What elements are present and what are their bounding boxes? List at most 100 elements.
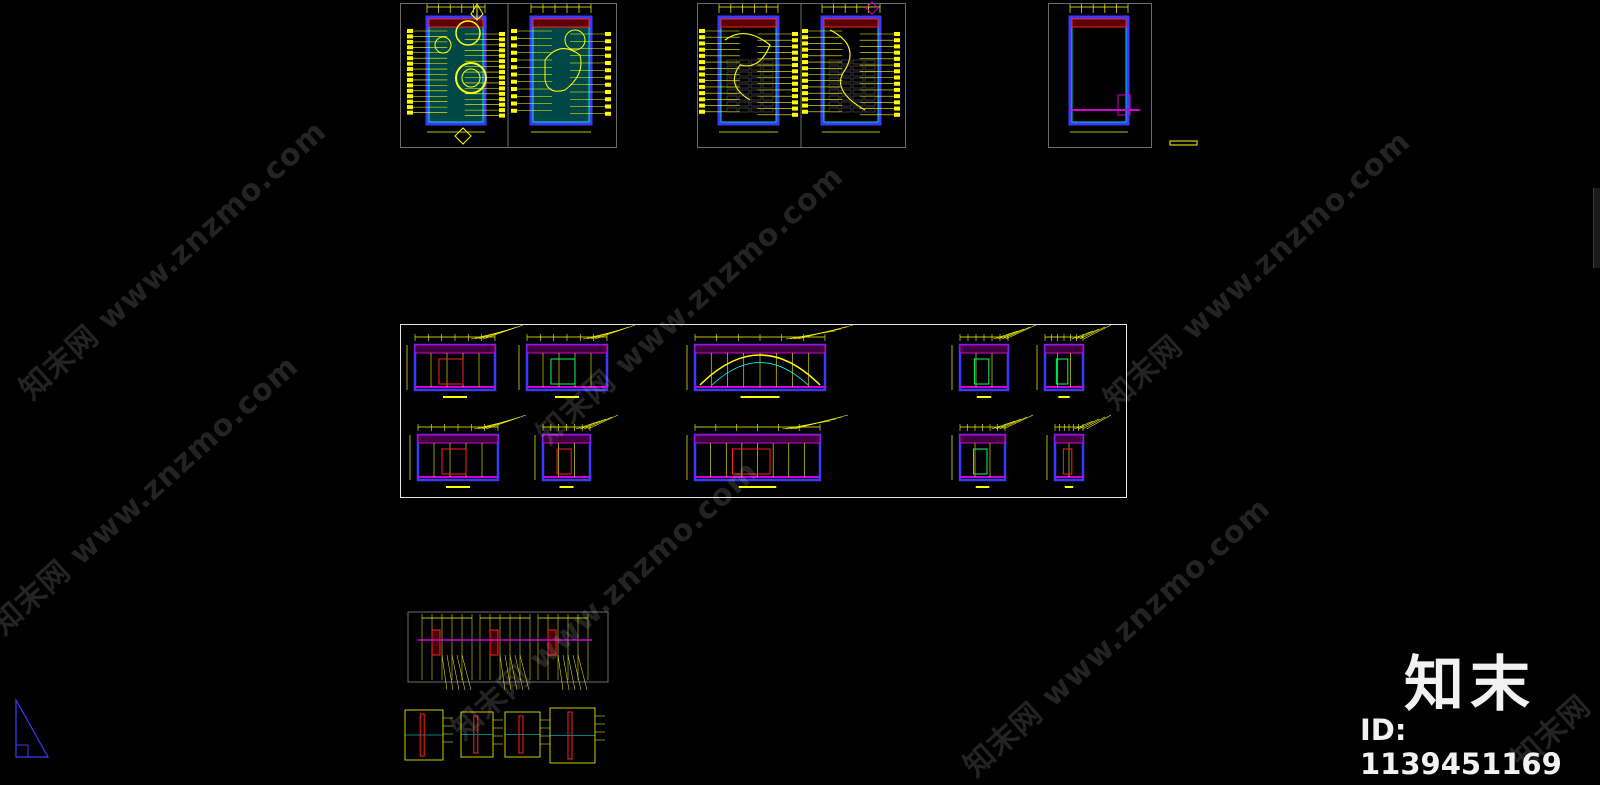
leader-tag — [894, 32, 900, 36]
tile-pattern — [840, 101, 852, 107]
leader-tag — [407, 99, 413, 104]
leader-tag — [511, 108, 517, 113]
leader-tag — [802, 66, 808, 71]
leader-tag — [407, 29, 413, 33]
tile-pattern — [840, 89, 852, 95]
sheet-floor-plan-3[interactable] — [1048, 3, 1152, 148]
leader-line — [504, 654, 512, 691]
leader-line — [1003, 414, 1034, 430]
leader-tag — [792, 100, 798, 105]
scale-bar — [1169, 140, 1198, 146]
tile-pattern — [852, 101, 864, 107]
tile-pattern — [840, 107, 852, 113]
leader-tag — [792, 81, 798, 86]
leader-tag — [605, 39, 611, 44]
leader-line — [499, 654, 506, 691]
elevation-title — [1064, 486, 1074, 488]
leader-line — [482, 324, 524, 340]
leader-tag — [511, 50, 517, 55]
elevation-ceiling — [959, 434, 1006, 444]
leader-tag — [699, 47, 705, 52]
leader-tag — [699, 60, 705, 65]
plan-wall — [717, 15, 780, 126]
tile-pattern — [726, 89, 738, 95]
leader-tag — [605, 97, 611, 102]
tile-pattern — [750, 101, 762, 107]
leader-tag — [407, 39, 413, 44]
leader-tag — [499, 42, 505, 47]
elevation-title — [1058, 396, 1070, 398]
side-panel-tab-icon[interactable] — [1593, 188, 1600, 268]
leader-tag — [792, 69, 798, 74]
plan-header — [823, 18, 879, 28]
compass-icon — [454, 127, 472, 145]
tile-pattern — [726, 71, 738, 77]
elevation-ceiling — [417, 434, 499, 444]
elevation-arch — [699, 354, 821, 386]
ucs-triangle-icon — [15, 697, 50, 758]
tile-pattern — [750, 95, 762, 101]
leader-tag — [802, 41, 808, 46]
leader-tag — [499, 113, 505, 118]
ceiling-light — [455, 20, 481, 46]
leader-tag — [407, 45, 413, 50]
tile-pattern — [864, 83, 876, 89]
tile-pattern — [840, 77, 852, 83]
elevation-panel — [973, 448, 988, 475]
tile-pattern — [750, 71, 762, 77]
leader-tag — [407, 77, 413, 82]
tile-pattern — [726, 83, 738, 89]
leader-tag — [605, 104, 611, 109]
leader-tag — [407, 67, 413, 72]
leader-line — [456, 654, 466, 691]
sheet-elevations[interactable] — [400, 324, 1127, 498]
tile-pattern — [738, 107, 750, 113]
leader-tag — [499, 48, 505, 53]
ceiling-curve — [724, 33, 771, 101]
leader-tag — [894, 50, 900, 55]
leader-tag — [407, 110, 413, 115]
leader-line — [1086, 414, 1112, 430]
leader-tag — [894, 106, 900, 111]
leader-tag — [894, 56, 900, 61]
leader-tag — [894, 63, 900, 68]
tile-pattern — [726, 77, 738, 83]
section-cut — [547, 629, 557, 656]
leader-tag — [894, 69, 900, 74]
leader-tag — [802, 78, 808, 83]
elevation-panel — [732, 448, 771, 475]
leader-tag — [699, 109, 705, 114]
leader-tag — [699, 78, 705, 83]
leader-tag — [802, 29, 808, 33]
tile-pattern — [852, 65, 864, 71]
leader-tag — [511, 87, 517, 91]
leader-tag — [511, 94, 517, 99]
leader-line — [1079, 326, 1106, 340]
leader-tag — [511, 79, 517, 84]
tile-pattern — [840, 71, 852, 77]
tile-pattern — [726, 101, 738, 107]
tile-pattern — [828, 107, 840, 113]
leader-line — [461, 654, 472, 691]
leader-line — [583, 416, 613, 430]
leader-tag — [511, 36, 517, 41]
leader-tag — [511, 43, 517, 48]
detail-sheet — [407, 611, 609, 683]
ceiling-light — [461, 68, 481, 88]
tile-pattern — [738, 101, 750, 107]
leader-tag — [499, 97, 505, 102]
tile-pattern — [864, 89, 876, 95]
leader-tag — [894, 81, 900, 86]
tile-pattern — [750, 65, 762, 71]
leader-line — [579, 418, 607, 430]
elevation-ceiling — [959, 344, 1009, 354]
tile-pattern — [750, 77, 762, 83]
leader-tag — [802, 103, 808, 108]
leader-tag — [894, 112, 900, 117]
leader-line — [999, 416, 1028, 430]
leader-tag — [407, 88, 413, 93]
leader-tag — [511, 29, 517, 33]
elevation-ceiling — [1054, 434, 1084, 444]
